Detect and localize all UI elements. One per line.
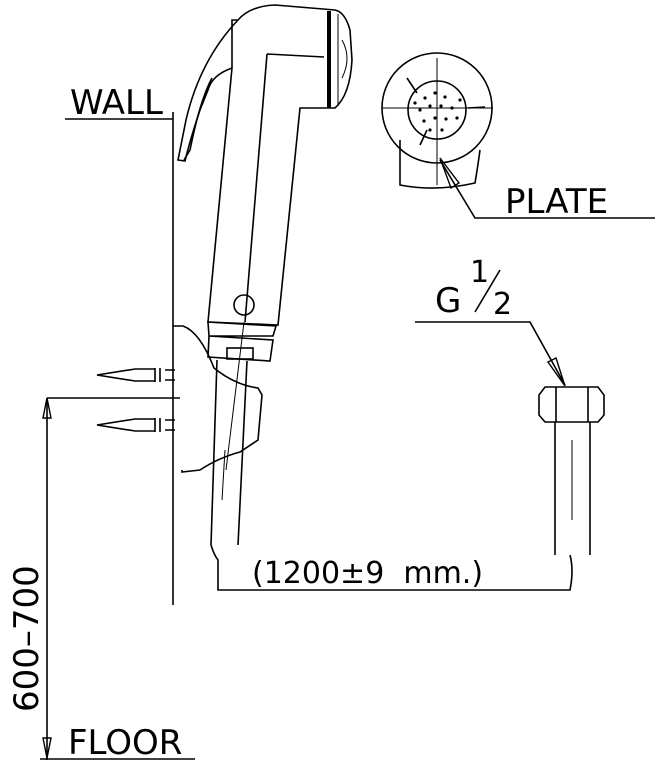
wall-anchor-screws [96,368,175,432]
plate-leader [439,159,655,219]
hose [210,359,573,591]
thread-leader [415,321,566,386]
spray-handle [177,4,353,362]
height-dimension-label: 600–700 [7,565,47,712]
hose-nut-fitting [538,386,605,555]
spray-face-band [327,11,331,108]
plate-front-view [381,52,493,189]
hose-length-dimension: (1200±9 mm.) [252,556,483,591]
thread-size-g: G [435,281,461,321]
floor-label: FLOOR [68,723,182,763]
handle-hole [233,294,255,316]
thread-size-numerator: 1 [470,255,489,290]
wall-label: WALL [70,83,163,123]
thread-size-denominator: 2 [493,287,512,322]
plate-label: PLATE [505,182,608,222]
